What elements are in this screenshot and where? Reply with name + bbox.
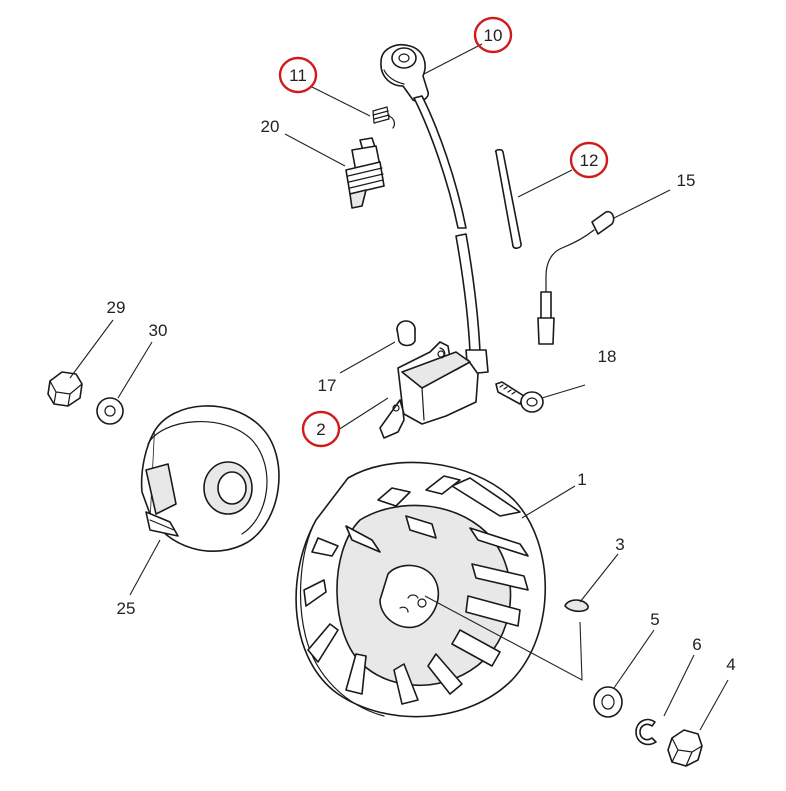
part-20-spark-plug[interactable]	[345, 137, 385, 209]
part-2-ignition-module[interactable]	[379, 341, 479, 439]
highlight-ring-2	[301, 410, 341, 448]
part-11-spring[interactable]	[372, 106, 395, 129]
part-29-nut[interactable]	[47, 371, 83, 407]
label-part-12[interactable]: 12	[580, 151, 599, 170]
highlight-ring-11	[278, 56, 318, 94]
label-part-11[interactable]: 11	[289, 66, 307, 85]
part-15-short-circuit-wire[interactable]	[537, 210, 615, 345]
part-10-spark-plug-boot[interactable]	[380, 44, 430, 103]
highlight-ring-12	[569, 141, 609, 179]
label-part-15[interactable]: 15	[677, 171, 696, 190]
label-part-25[interactable]: 25	[117, 599, 136, 618]
label-part-4[interactable]: 4	[726, 655, 735, 674]
label-part-20[interactable]: 20	[261, 117, 280, 136]
label-part-3[interactable]: 3	[615, 535, 624, 554]
label-part-6[interactable]: 6	[692, 635, 701, 654]
part-6-circlip[interactable]	[635, 718, 657, 746]
highlight-rings	[278, 16, 609, 448]
label-part-17[interactable]: 17	[318, 376, 337, 395]
part-3-key[interactable]	[564, 599, 589, 613]
label-part-1[interactable]: 1	[577, 470, 586, 489]
part-labels: 10 11 20 12 15 17 18 2 29 30 25 1 3 5 6 …	[107, 26, 736, 674]
label-part-18[interactable]: 18	[598, 347, 617, 366]
part-30-washer[interactable]	[96, 397, 124, 425]
part-10-ht-lead	[413, 95, 489, 375]
part-1-flywheel[interactable]	[295, 461, 546, 718]
part-4-nut[interactable]	[667, 729, 703, 767]
part-12-sleeve[interactable]	[494, 148, 522, 249]
leader-lines	[69, 43, 729, 731]
label-part-10[interactable]: 10	[484, 26, 503, 45]
part-25-pulley[interactable]	[140, 405, 280, 552]
part-17-spacer[interactable]	[396, 320, 416, 347]
label-part-5[interactable]: 5	[650, 610, 659, 629]
part-5-washer[interactable]	[593, 686, 623, 718]
highlight-ring-10	[473, 16, 513, 54]
label-part-30[interactable]: 30	[149, 321, 168, 340]
part-18-screw[interactable]	[495, 381, 544, 413]
label-part-29[interactable]: 29	[107, 298, 126, 317]
label-part-2[interactable]: 2	[316, 420, 325, 439]
